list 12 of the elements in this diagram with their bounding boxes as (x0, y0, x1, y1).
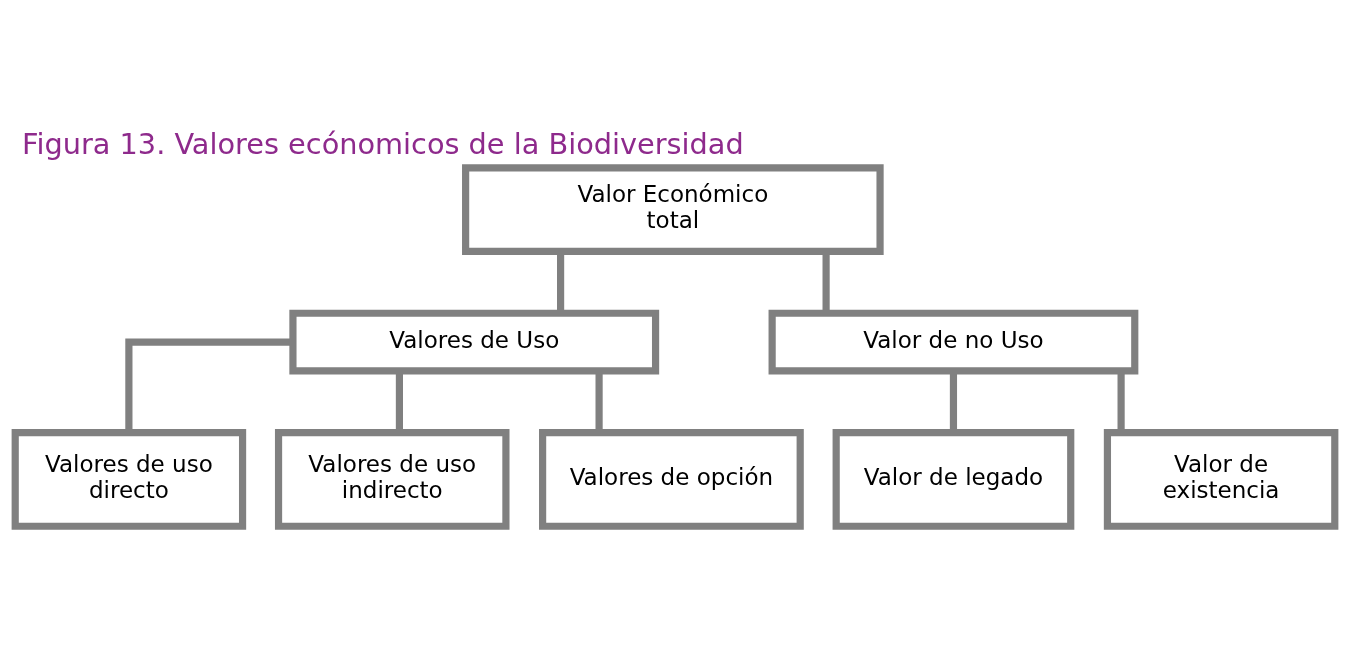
node-box: Valores de Uso (289, 309, 660, 374)
node-box: Valores de uso indirecto (274, 428, 510, 530)
connector (822, 251, 830, 313)
node-box: Valor de legado (832, 428, 1075, 530)
node-box: Valor Económico total (462, 163, 884, 255)
node-box: Valores de opción (539, 428, 804, 530)
connector (557, 251, 565, 313)
node-box: Valor de no Uso (768, 309, 1139, 374)
diagram-title: Figura 13. Valores ecónomicos de la Biodiversidad (22, 126, 744, 161)
connector (125, 337, 293, 433)
node-box: Valores de uso directo (11, 428, 247, 530)
node-box: Valor de existencia (1103, 428, 1339, 530)
